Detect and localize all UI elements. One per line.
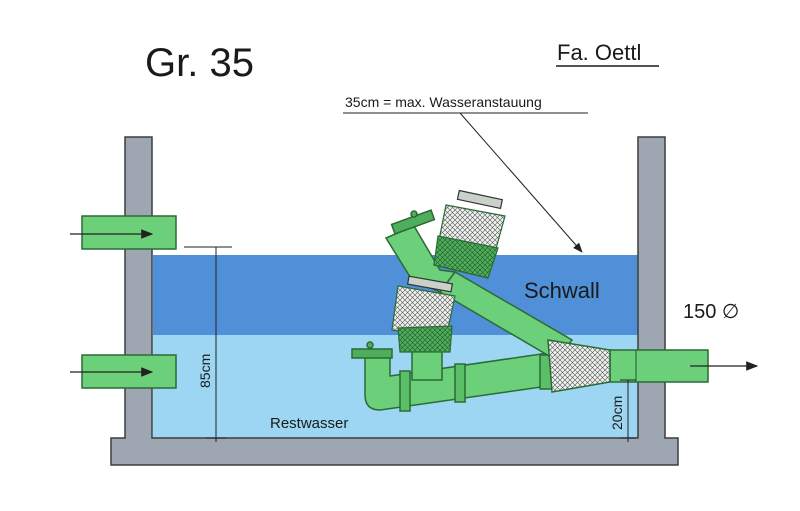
dimension-85cm-label: 85cm	[197, 354, 213, 388]
lower-flange-valve	[366, 341, 374, 349]
lower-riser	[411, 347, 443, 381]
company-name: Fa. Oettl	[557, 40, 641, 65]
upper-elbow-valve	[410, 210, 418, 218]
lower-pipe-coupling-2	[454, 363, 466, 403]
upper-elbow-flange	[390, 209, 436, 235]
residual-water-label: Restwasser	[270, 415, 348, 432]
lower-flange	[351, 348, 393, 359]
annotation-leader	[459, 112, 583, 253]
middle-filter	[391, 275, 456, 339]
dimension-20cm	[620, 379, 636, 442]
upper-filter-cap	[456, 189, 504, 210]
lower-filter	[397, 325, 453, 353]
tank-walls	[110, 136, 679, 466]
lower-pipe-coupling-1	[399, 370, 411, 412]
surge-label: Schwall	[524, 278, 600, 303]
pipe-system	[351, 209, 611, 412]
max-water-annotation: 35cm = max. Wasseranstauung	[345, 94, 542, 110]
title: Gr. 35	[145, 41, 254, 85]
dimension-20cm-label: 20cm	[609, 396, 625, 430]
pipe-diameter-label: 150 ∅	[683, 301, 739, 323]
middle-filter-cap	[406, 275, 454, 293]
reducer-cone	[547, 339, 611, 393]
inlet-pipe-upper	[81, 215, 177, 250]
upper-filter	[433, 189, 506, 279]
dimension-85cm	[184, 246, 232, 442]
